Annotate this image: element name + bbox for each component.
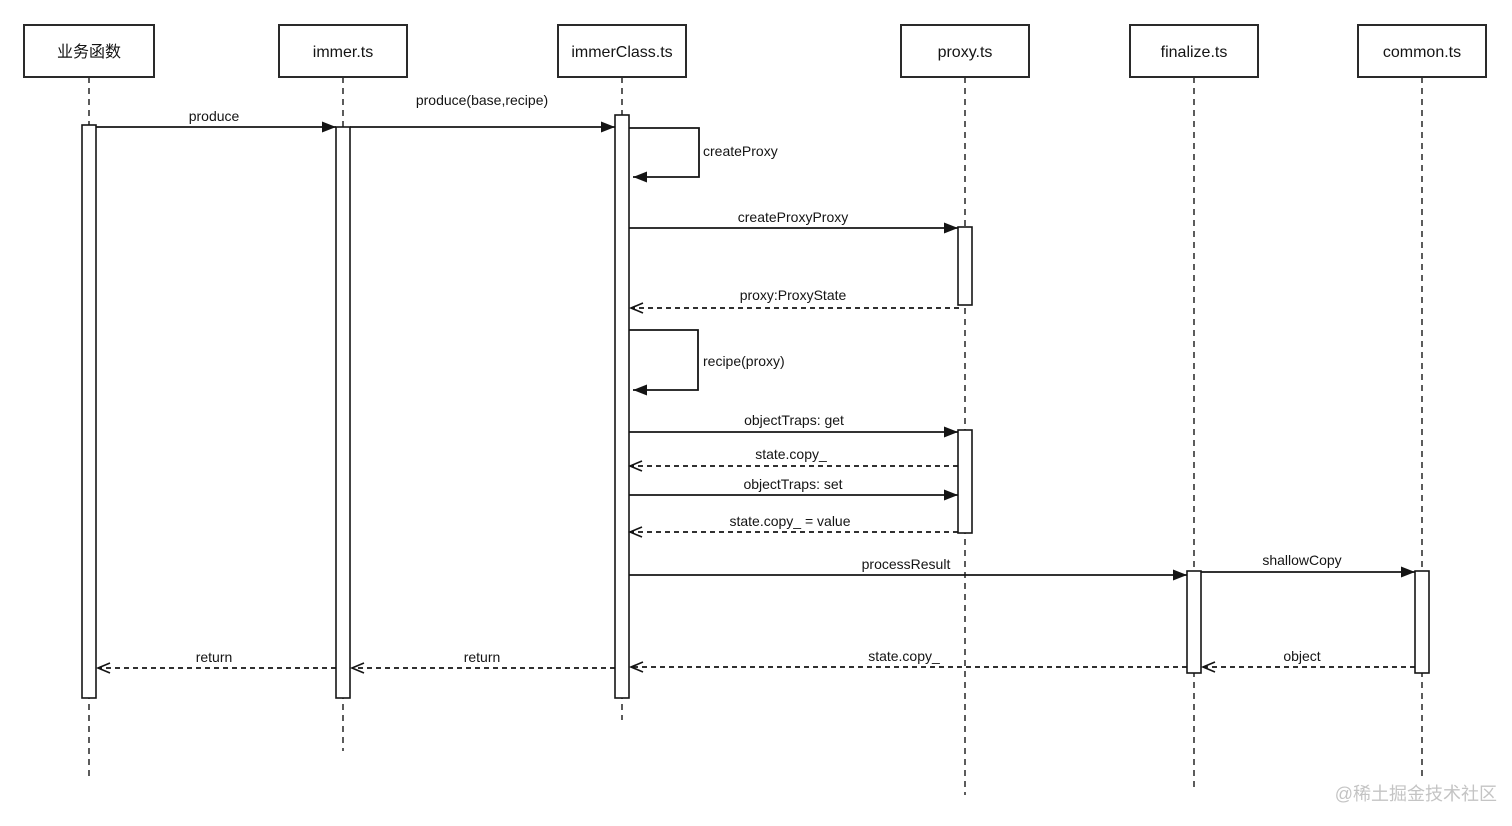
participant-label: immer.ts — [313, 44, 373, 61]
message-createproxy-selfcall: createProxy — [629, 127, 778, 183]
participant-box — [1357, 24, 1487, 78]
message-objecttraps-get: objectTraps: get — [629, 412, 958, 438]
message-label: object — [1283, 648, 1320, 664]
participant-label: common.ts — [1383, 44, 1461, 61]
participant-box — [23, 24, 155, 78]
message-createproxyproxy: createProxyProxy — [629, 209, 958, 234]
participant-box — [557, 24, 687, 78]
message-recipe-proxy-selfcall: recipe(proxy) — [629, 329, 785, 396]
message-objecttraps-set: objectTraps: set — [629, 476, 958, 501]
message-label: produce(base,recipe) — [416, 92, 548, 108]
activation-bar-proxy-ts-2 — [957, 429, 973, 534]
message-label: createProxyProxy — [738, 209, 848, 225]
message-label: return — [464, 649, 501, 665]
participant-finalize-ts: finalize.ts — [1129, 24, 1259, 78]
message-self-loop — [629, 127, 700, 183]
message-produce-base-recipe: produce(base,recipe) — [350, 92, 615, 133]
message-self-loop — [629, 329, 699, 396]
participant-common-ts: common.ts — [1357, 24, 1487, 78]
message-shallowcopy: shallowCopy — [1201, 552, 1415, 578]
participant-box — [278, 24, 408, 78]
participant-proxy-ts: proxy.ts — [900, 24, 1030, 78]
message-state-copy-return-2: state.copy_ — [628, 648, 1187, 673]
participant-box — [900, 24, 1030, 78]
message-label: objectTraps: set — [743, 476, 842, 492]
message-state-copy-value-return: state.copy_ = value — [627, 513, 958, 538]
message-processresult: processResult — [629, 556, 1187, 581]
participant-label: 业务函数 — [57, 43, 121, 61]
message-label: state.copy_ — [755, 446, 827, 462]
message-label: state.copy_ = value — [729, 513, 850, 529]
message-object-return: object — [1200, 648, 1415, 673]
activation-bar-immer-ts — [335, 126, 351, 699]
message-return-to-business-fn: return — [95, 649, 336, 674]
message-label: shallowCopy — [1262, 552, 1341, 568]
activation-bar-common-ts — [1414, 570, 1430, 674]
message-label: produce — [189, 108, 240, 124]
message-label: recipe(proxy) — [703, 353, 785, 369]
activation-bar-proxy-ts-1 — [957, 226, 973, 306]
message-label: state.copy_ — [868, 648, 940, 664]
message-state-copy-return-1: state.copy_ — [627, 446, 958, 472]
activation-bar-finalize-ts — [1186, 570, 1202, 674]
message-label: createProxy — [703, 143, 778, 159]
activation-bar-immerclass-ts — [614, 114, 630, 699]
participant-immer-ts: immer.ts — [278, 24, 408, 78]
participant-business-fn: 业务函数 — [23, 24, 155, 78]
message-produce: produce — [96, 108, 336, 133]
participant-label: immerClass.ts — [571, 44, 672, 61]
message-label: proxy:ProxyState — [740, 287, 847, 303]
participant-box — [1129, 24, 1259, 78]
message-return-to-immer: return — [349, 649, 615, 674]
participant-immerclass-ts: immerClass.ts — [557, 24, 687, 78]
message-proxy-proxystate: proxy:ProxyState — [628, 287, 959, 314]
watermark-text: @稀土掘金技术社区 — [1335, 784, 1497, 804]
message-label: processResult — [862, 556, 951, 572]
participant-label: proxy.ts — [938, 44, 993, 61]
message-label: objectTraps: get — [744, 412, 844, 428]
participant-label: finalize.ts — [1161, 44, 1228, 61]
activation-bar-business-fn — [81, 124, 97, 699]
message-label: return — [196, 649, 233, 665]
